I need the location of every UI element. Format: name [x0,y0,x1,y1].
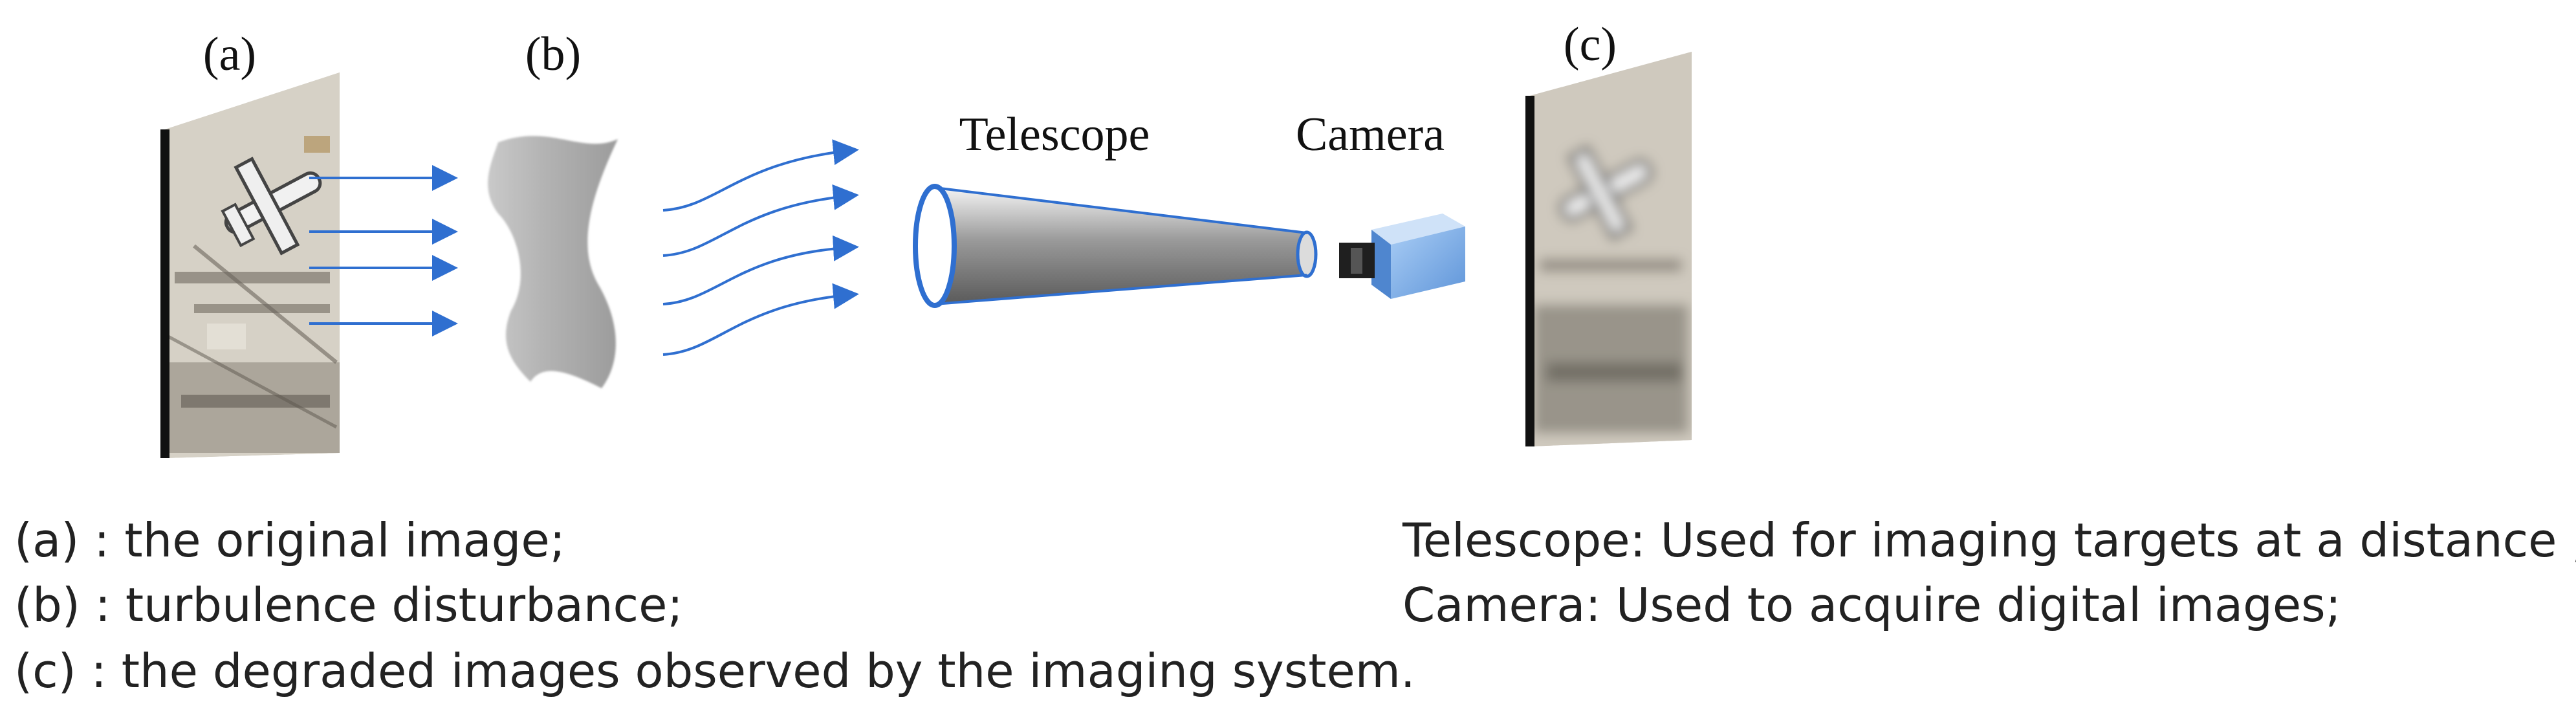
panel-a-label: (a) [203,28,256,81]
arrows-a-to-b [309,165,458,336]
original-image [160,72,340,458]
legend-a: (a) : the original image; [14,513,565,567]
camera-icon [1339,214,1465,299]
degraded-image [1525,52,1692,446]
telescope-icon [913,184,1318,308]
legend-left: (a) : the original image; (b) : turbulen… [14,513,1415,698]
camera-label: Camera [1296,108,1445,161]
arrows-b-to-telescope [662,139,859,356]
legend-c: (c) : the degraded images observed by th… [14,644,1415,698]
panel-b-label: (b) [525,28,581,81]
panel-c-label: (c) [1564,18,1617,71]
legend-b: (b) : turbulence disturbance; [14,578,683,632]
legend-camera: Camera: Used to acquire digital images; [1403,578,2341,632]
legend-right: Telescope: Used for imaging targets at a… [1402,513,2576,632]
original-image-content [165,72,340,458]
turbulence-disturbance [488,136,618,388]
degraded-image-content [1530,52,1692,446]
legend-telescope: Telescope: Used for imaging targets at a… [1402,513,2576,567]
telescope-label: Telescope [959,108,1150,161]
